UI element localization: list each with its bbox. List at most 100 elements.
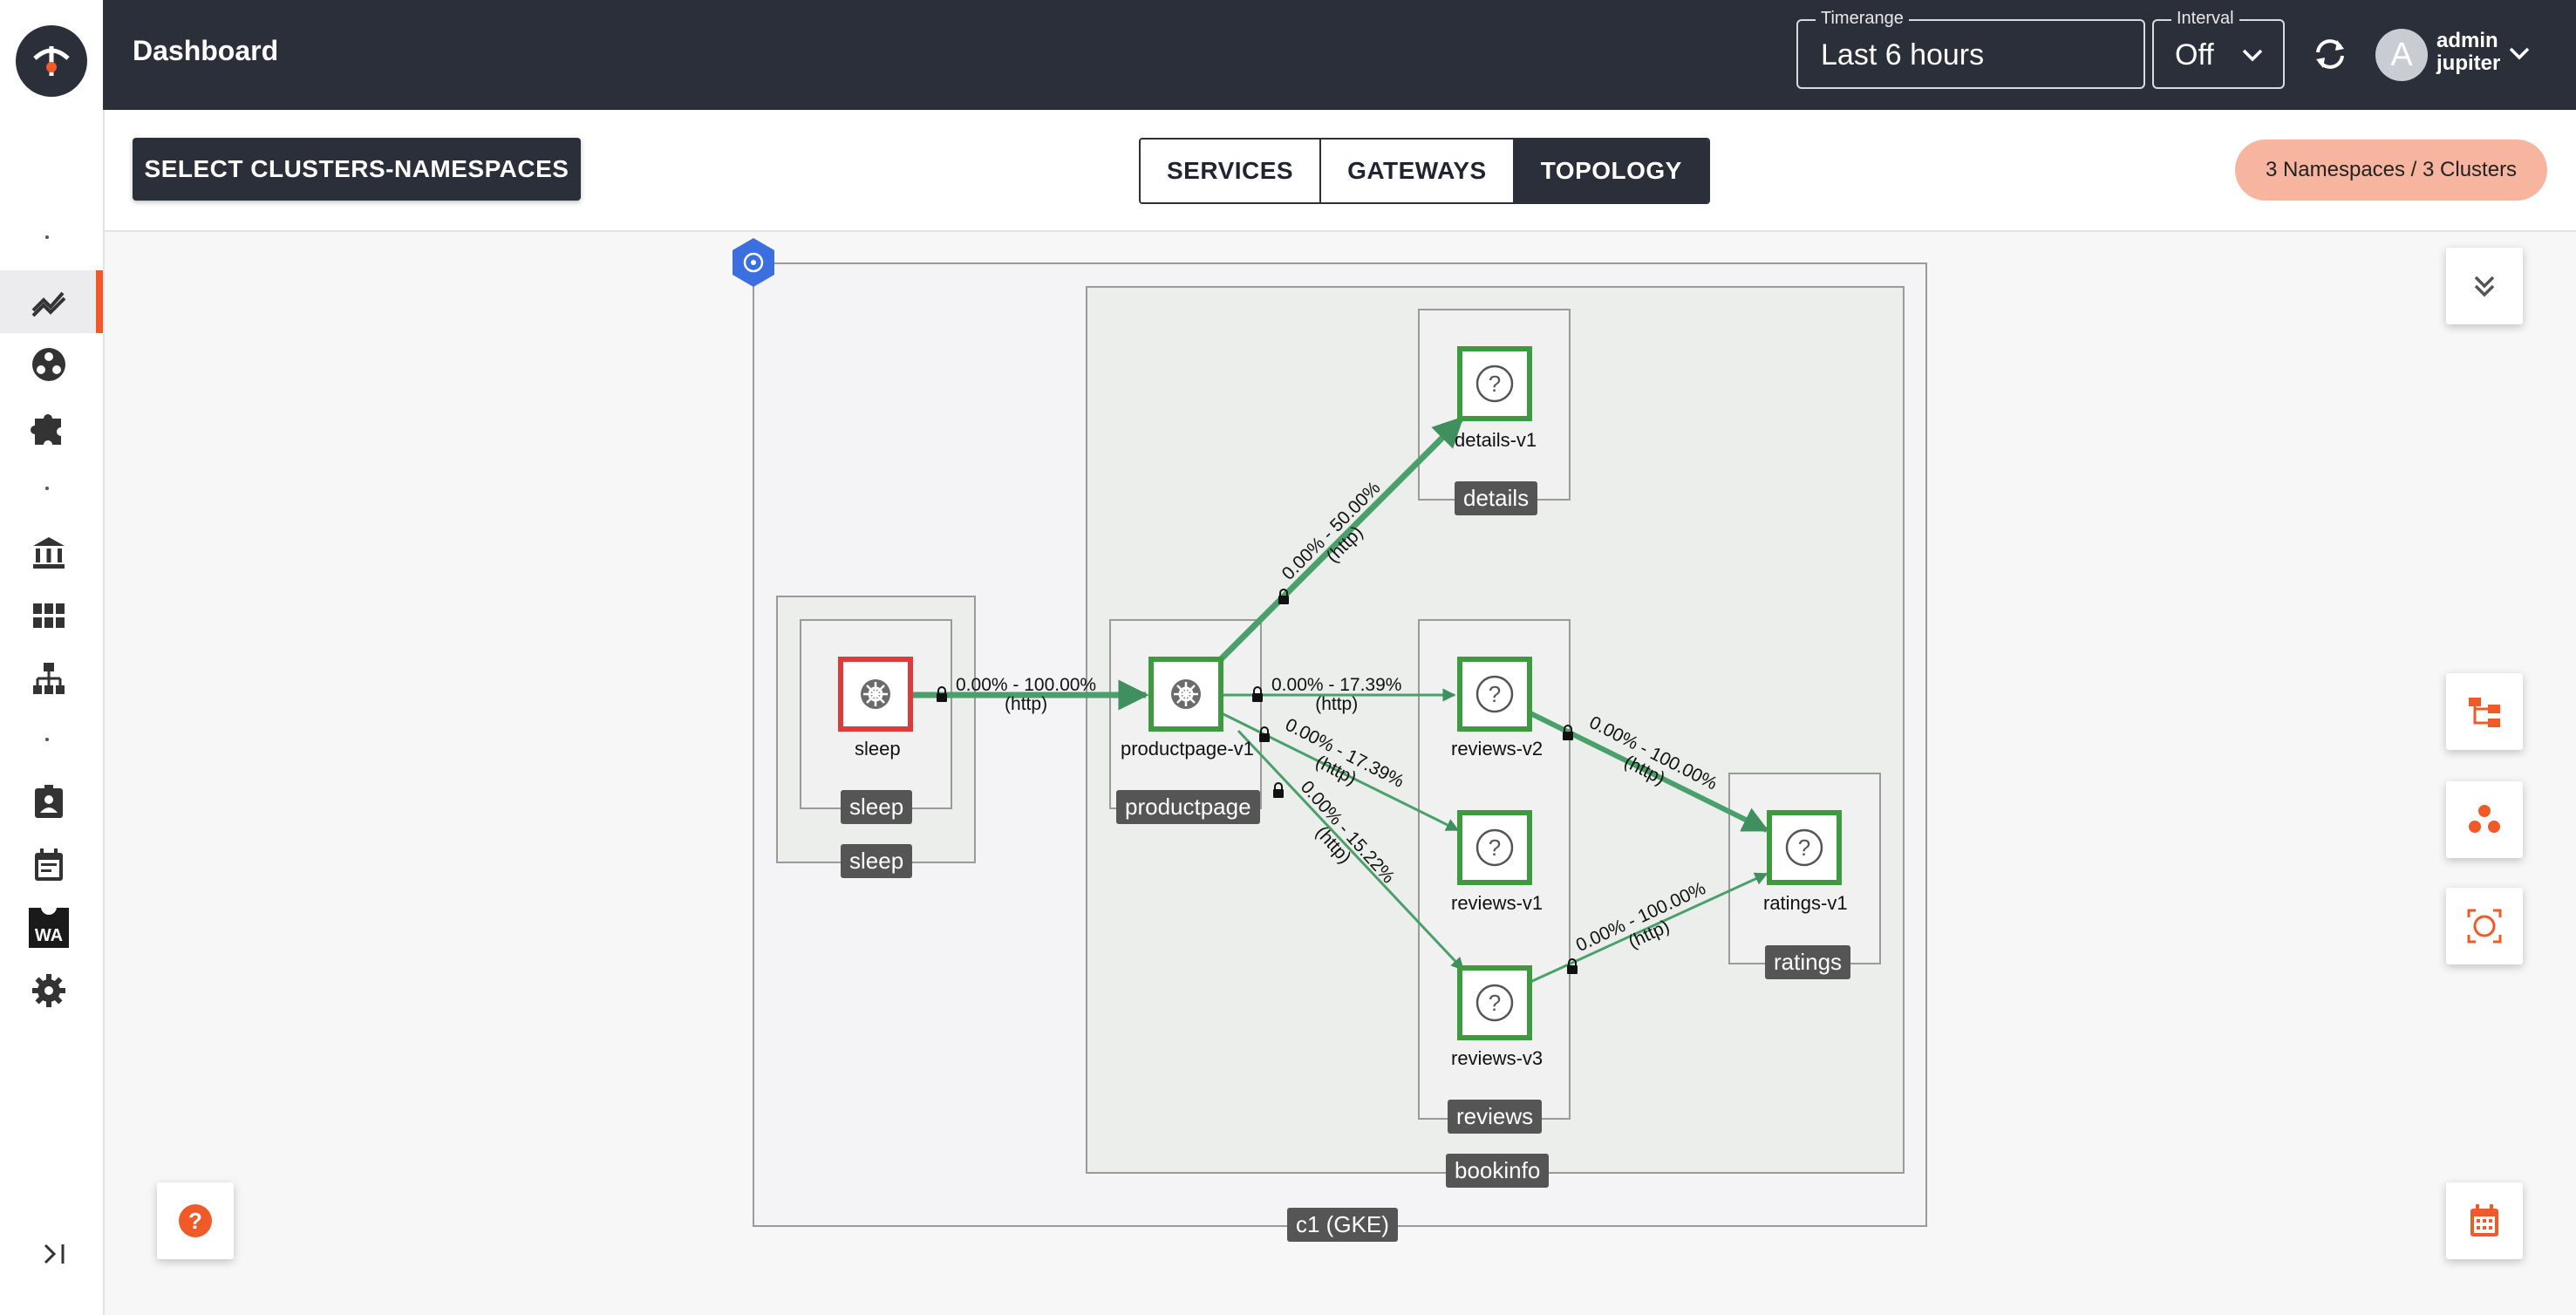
cluster-icon	[733, 238, 774, 287]
tab-gateways[interactable]: GATEWAYS	[1321, 140, 1515, 202]
lock-icon	[937, 686, 947, 702]
lock-icon	[1563, 725, 1573, 740]
svg-text:?: ?	[1798, 835, 1810, 861]
sidebar-item-schedule[interactable]	[23, 839, 75, 891]
badge-icon	[35, 785, 63, 818]
sidebar-divider-dot	[45, 738, 49, 741]
unknown-icon	[1475, 365, 1514, 403]
layout-tree-button[interactable]	[2446, 673, 2523, 750]
node-label-ratings: ratings-v1	[1763, 892, 1848, 914]
node-reviews-v3[interactable]: ?	[1457, 965, 1532, 1040]
node-label-details: details-v1	[1455, 429, 1537, 451]
double-chevron-down-icon	[2474, 276, 2495, 297]
node-productpage[interactable]	[1148, 657, 1223, 732]
sidebar-item-hierarchy[interactable]	[23, 652, 75, 705]
node-label-reviews-v1: reviews-v1	[1451, 892, 1544, 914]
mtls-lock-icons	[937, 589, 1578, 974]
sidebar-item-identity[interactable]	[23, 776, 75, 828]
collapse-panel-button[interactable]	[2446, 248, 2523, 324]
cluster-layout-icon	[2469, 805, 2500, 833]
select-clusters-namespaces-button[interactable]: SELECT CLUSTERS-NAMESPACES	[133, 138, 581, 201]
node-label-sleep: sleep	[855, 738, 901, 760]
grid-icon	[33, 603, 65, 628]
unknown-icon	[1475, 984, 1514, 1022]
cluster-label: c1 (GKE)	[1287, 1208, 1398, 1242]
svg-text:?: ?	[1489, 681, 1501, 707]
app-label-productpage: productpage	[1116, 790, 1260, 824]
tree-layout-icon	[2469, 698, 2500, 727]
sidebar	[0, 0, 105, 1315]
interval-select[interactable]: Interval Off	[2152, 9, 2285, 89]
sidebar-item-workspaces[interactable]	[23, 589, 75, 642]
sidebar-active-highlight	[0, 270, 103, 333]
node-label-reviews-v3: reviews-v3	[1451, 1047, 1544, 1069]
node-label-reviews-v2: reviews-v2	[1451, 738, 1544, 760]
namespaces-clusters-badge[interactable]: 3 Namespaces / 3 Clusters	[2235, 140, 2547, 201]
bank-icon	[33, 537, 65, 569]
sidebar-divider-dot	[45, 235, 49, 239]
timerange-select[interactable]: Timerange Last 6 hours	[1796, 9, 2145, 89]
help-button[interactable]: ?	[157, 1182, 234, 1259]
calendar-icon	[2470, 1204, 2498, 1237]
sidebar-item-dashboard[interactable]	[23, 276, 75, 328]
timerange-value: Last 6 hours	[1821, 38, 1985, 72]
calendar-icon	[35, 848, 63, 881]
calendar-button[interactable]	[2446, 1182, 2523, 1259]
chevron-down-icon[interactable]	[2508, 45, 2531, 61]
unknown-icon	[1785, 828, 1823, 867]
sidebar-item-settings[interactable]	[23, 964, 75, 1017]
svg-text:?: ?	[188, 1208, 202, 1234]
sidebar-expand-button[interactable]	[40, 1240, 68, 1276]
edge-reviews-v3-ratings[interactable]	[1530, 872, 1768, 984]
puzzle-icon	[31, 414, 61, 445]
page-title: Dashboard	[133, 35, 279, 66]
sidebar-item-mesh[interactable]	[23, 338, 75, 391]
fit-screen-icon	[2467, 909, 2502, 944]
node-details[interactable]: ?	[1457, 346, 1532, 421]
lock-icon	[1252, 686, 1263, 702]
lock-icon	[1259, 726, 1270, 742]
edge-label-productpage-reviews-v2: 0.00% - 17.39% (http)	[1271, 675, 1402, 714]
node-sleep[interactable]	[838, 657, 913, 732]
edge-label-sleep-productpage: 0.00% - 100.00% (http)	[956, 675, 1097, 714]
sidebar-active-indicator	[96, 270, 103, 333]
lock-icon	[1273, 782, 1284, 798]
user-cluster: jupiter	[2436, 51, 2501, 75]
logo-icon	[33, 46, 70, 76]
sidebar-divider-dot	[45, 487, 49, 490]
app-logo[interactable]	[16, 25, 87, 97]
sidebar-item-wa[interactable]: WA	[23, 902, 75, 954]
interval-label: Interval	[2171, 9, 2239, 29]
app-label-sleep: sleep	[841, 790, 913, 824]
help-icon: ?	[179, 1204, 212, 1237]
user-menu[interactable]: admin jupiter	[2436, 30, 2500, 75]
lock-icon	[1278, 589, 1289, 604]
gear-icon	[32, 974, 65, 1007]
avatar[interactable]: A	[2375, 29, 2428, 81]
node-reviews-v1[interactable]: ?	[1457, 810, 1532, 885]
node-ratings[interactable]: ?	[1767, 810, 1842, 885]
layout-cluster-button[interactable]	[2446, 781, 2523, 858]
app-label-ratings: ratings	[1765, 945, 1851, 979]
fit-to-screen-button[interactable]	[2446, 888, 2523, 964]
sidebar-item-extensions[interactable]	[23, 401, 75, 453]
unknown-icon	[1475, 828, 1514, 867]
edge-productpage-reviews-v3[interactable]	[1237, 729, 1465, 971]
refresh-button[interactable]	[2311, 35, 2349, 78]
app-label-details: details	[1455, 481, 1538, 515]
top-bar	[103, 0, 2576, 110]
edge-productpage-details[interactable]	[1216, 416, 1464, 664]
namespace-label-bookinfo: bookinfo	[1446, 1154, 1550, 1188]
tab-services[interactable]: SERVICES	[1141, 140, 1322, 202]
refresh-icon	[2316, 39, 2344, 69]
node-reviews-v2[interactable]: ?	[1457, 657, 1532, 732]
tab-topology[interactable]: TOPOLOGY	[1514, 140, 1708, 202]
mesh-icon	[32, 348, 65, 381]
lock-icon	[1567, 958, 1578, 974]
timerange-label: Timerange	[1816, 9, 1909, 29]
svg-text:?: ?	[1489, 990, 1501, 1016]
sidebar-item-organization[interactable]	[23, 527, 75, 579]
unknown-icon	[1475, 675, 1514, 713]
svg-text:?: ?	[1489, 835, 1501, 861]
